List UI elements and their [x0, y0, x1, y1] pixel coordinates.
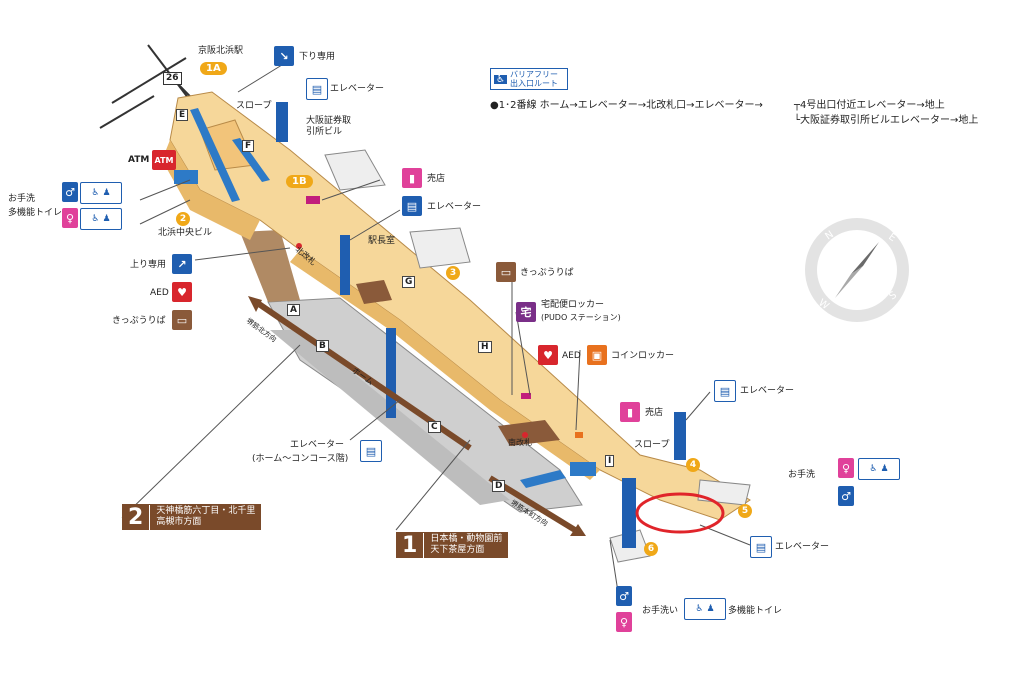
accessible-restroom-icon: ♿ ♟: [80, 182, 122, 204]
barrier-free-title-text: バリアフリー出入口ルート: [509, 70, 558, 88]
elevator-2-label: エレベーター: [427, 202, 482, 212]
elevator-top-label: エレベーター: [330, 84, 385, 94]
exit-1b-badge: 1B: [286, 175, 313, 188]
coin-locker-label: コインロッカー: [611, 351, 675, 361]
ticket-mid-label: きっぷうりば: [520, 268, 574, 278]
atm-label: ATM: [128, 155, 150, 165]
direction-1-line1: 日本橋・動物園前: [430, 534, 503, 544]
concourse-level: [162, 91, 751, 563]
barrier-free-route-main: ●1･2番線 ホーム→エレベーター→北改札口→エレベーター→: [490, 100, 763, 111]
aed-mid-label: AED: [562, 351, 581, 361]
delivery-locker-icon: 宅: [516, 302, 536, 322]
letter-e: E: [176, 109, 189, 121]
slope-right-label: スロープ: [634, 440, 670, 450]
multi-toilet-left-label: 多機能トイレ: [8, 208, 63, 218]
aed-left-label: AED: [150, 288, 169, 298]
kitahama-station-label: 京阪北浜駅: [198, 46, 244, 56]
station-office-label: 駅長室: [368, 236, 396, 246]
ticket-left-label: きっぷうりば: [112, 316, 166, 326]
elevator-platform-sub-label: (ホーム〜コンコース階): [252, 454, 349, 464]
aed-icon: ♥: [172, 282, 192, 302]
exit-4-badge: 4: [686, 458, 700, 472]
kitahama-chuo-label: 北浜中央ビル: [158, 228, 213, 238]
direction-2-line2: 高槻市方面: [156, 517, 202, 527]
letter-f: F: [242, 140, 255, 152]
accessible-restroom-icon-2: ♿ ♟: [80, 208, 122, 230]
elevator-platform-label: エレベーター: [290, 440, 345, 450]
elevator-icon-2: ▤: [402, 196, 422, 216]
direction-1-box: 1 日本橋・動物園前 天下茶屋方面: [396, 532, 509, 558]
barrier-free-branch-1: ┬4号出口付近エレベーター→地上: [794, 100, 945, 111]
womens-restroom-icon: ♀: [62, 208, 78, 228]
escalator-down-icon: ↘: [274, 46, 294, 66]
letter-c: C: [428, 421, 441, 433]
elevator-bottom-label: エレベーター: [775, 542, 830, 552]
shop-right-label: 売店: [645, 408, 664, 418]
elevator-icon: ▤: [306, 78, 328, 100]
ticket-icon-2: ▭: [496, 262, 516, 282]
barrier-free-branch-1-text: 4号出口付近エレベーター→地上: [800, 100, 945, 111]
barrier-free-title: ♿ バリアフリー出入口ルート: [490, 68, 568, 90]
exit-3-badge: 3: [446, 266, 460, 280]
direction-2-number: 2: [122, 504, 151, 530]
elevator-icon-platform: ▤: [360, 440, 382, 462]
up-only-label: 上り専用: [130, 260, 167, 270]
compass-e: E: [886, 231, 897, 244]
direction-2-line1: 天神橋筋六丁目・北千里: [156, 506, 256, 516]
accessible-restroom-icon-right: ♿ ♟: [858, 458, 900, 480]
direction-1-text: 日本橋・動物園前 天下茶屋方面: [424, 532, 508, 558]
barrier-free-branch-2: └大阪証券取引所ビルエレベーター→地上: [794, 115, 979, 126]
letter-i: I: [605, 455, 615, 467]
letter-b: B: [316, 340, 329, 352]
letter-d: D: [492, 480, 506, 492]
restroom-right-label: お手洗: [788, 470, 816, 480]
letter-h: H: [478, 341, 492, 353]
delivery-locker-label: 宅配便ロッカー: [541, 300, 605, 310]
accessible-restroom-icon-bottom: ♿ ♟: [684, 598, 726, 620]
letter-g: G: [402, 276, 416, 288]
aed-icon-2: ♥: [538, 345, 558, 365]
compass-s: S: [887, 290, 899, 303]
womens-restroom-icon-right: ♀: [838, 458, 854, 478]
exit-2-badge: 2: [176, 212, 190, 226]
mens-restroom-icon-bottom: ♂: [616, 586, 632, 606]
exit-1a-badge: 1A: [200, 62, 227, 75]
highlight-circle: [635, 492, 725, 534]
direction-1-line2: 天下茶屋方面: [430, 545, 485, 555]
direction-2-box: 2 天神橋筋六丁目・北千里 高槻市方面: [122, 504, 262, 530]
shop-icon: ▮: [402, 168, 422, 188]
exit-5-badge: 5: [738, 504, 752, 518]
coin-locker-icon: ▣: [587, 345, 607, 365]
ticket-icon: ▭: [172, 310, 192, 330]
barrier-free-branch-2-text: 大阪証券取引所ビルエレベーター→地上: [800, 115, 979, 126]
direction-2-text: 天神橋筋六丁目・北千里 高槻市方面: [150, 504, 261, 530]
escalator-up-icon: ↗: [172, 254, 192, 274]
wheelchair-icon: ♿: [494, 73, 507, 85]
south-gate-label: 南改札: [508, 438, 532, 447]
exit-6-badge: 6: [644, 542, 658, 556]
restroom-bottom-label: お手洗い: [642, 606, 679, 616]
shop-icon-2: ▮: [620, 402, 640, 422]
multi-toilet-bottom-label: 多機能トイレ: [728, 606, 783, 616]
elevator-icon-right: ▤: [714, 380, 736, 402]
womens-restroom-icon-bottom: ♀: [616, 612, 632, 632]
atm-icon: ATM: [152, 150, 176, 170]
slope-top-label: スロープ: [236, 101, 272, 111]
mens-restroom-icon-right: ♂: [838, 486, 854, 506]
direction-1-number: 1: [396, 532, 425, 558]
pudo-label: (PUDO ステーション): [541, 313, 621, 322]
osaka-securities-label: 大阪証券取引所ビル: [306, 116, 352, 137]
mens-restroom-icon: ♂: [62, 182, 78, 202]
letter-a: A: [287, 304, 300, 316]
elevator-icon-bottom: ▤: [750, 536, 772, 558]
restroom-left-label: お手洗: [8, 194, 36, 204]
compass: [805, 218, 909, 322]
shop-top-label: 売店: [427, 174, 446, 184]
down-only-label: 下り専用: [299, 52, 336, 62]
road-26-sign: 26: [163, 72, 182, 85]
elevator-right-label: エレベーター: [740, 386, 795, 396]
